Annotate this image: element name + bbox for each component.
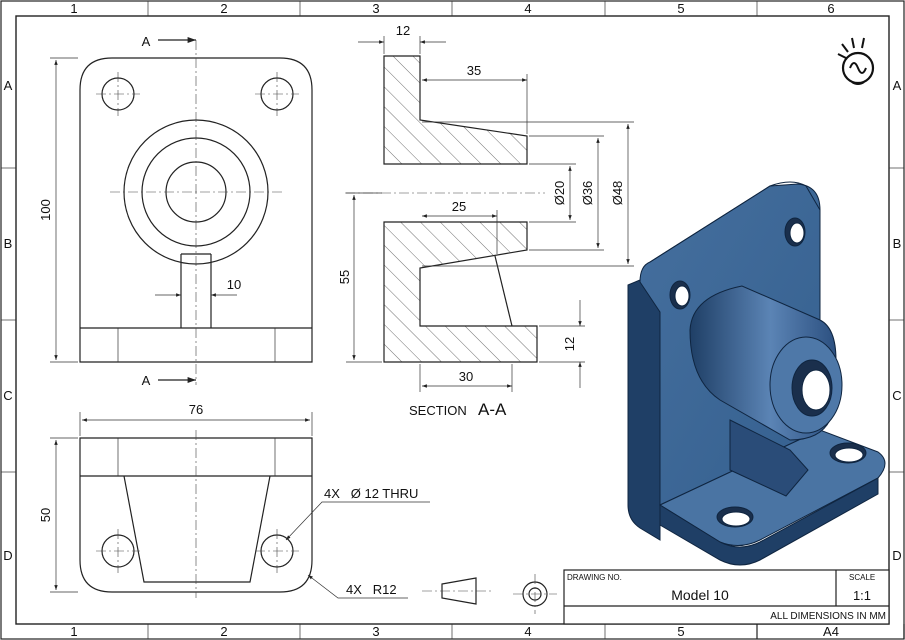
zone-col-5: 5 — [677, 1, 684, 16]
zone-col-3: 3 — [372, 1, 379, 16]
top-view — [50, 412, 430, 599]
dim-25: 25 — [452, 199, 466, 214]
zone-col-2-bottom: 2 — [220, 624, 227, 639]
zone-row-c: C — [3, 388, 12, 403]
zone-row-d: D — [3, 548, 12, 563]
zone-row-a: A — [4, 78, 13, 93]
units-note: ALL DIMENSIONS IN MM — [770, 611, 886, 622]
zone-col-4: 4 — [524, 1, 531, 16]
dim-dia-20: Ø20 — [552, 181, 567, 206]
zone-col-4-bottom: 4 — [524, 624, 531, 639]
zone-col-2: 2 — [220, 1, 227, 16]
drawing-number: Model 10 — [671, 587, 729, 603]
dim-slot-10: 10 — [227, 277, 241, 292]
note-holes: 4X Ø 12 THRU — [324, 486, 418, 501]
dim-dia-36: Ø36 — [580, 181, 595, 206]
zone-col-3-bottom: 3 — [372, 624, 379, 639]
scale-label: SCALE — [849, 573, 875, 582]
dim-height-100: 100 — [38, 199, 53, 221]
zone-row-a-right: A — [893, 78, 902, 93]
section-view — [345, 36, 634, 392]
cut-label-top: A — [142, 34, 151, 49]
dim-depth-50: 50 — [38, 508, 53, 522]
projection-symbol-icon — [422, 574, 557, 614]
zone-col-1-bottom: 1 — [70, 624, 77, 639]
dim-dia-48: Ø48 — [610, 181, 625, 206]
zone-row-d-right: D — [892, 548, 901, 563]
dim-base-12: 12 — [562, 337, 577, 351]
dim-width-76: 76 — [189, 402, 203, 417]
zone-row-b-right: B — [893, 236, 902, 251]
sheet-size: A4 — [823, 624, 839, 639]
note-radius: 4X R12 — [346, 582, 397, 597]
cut-label-bottom: A — [142, 373, 151, 388]
dim-wall-12: 12 — [396, 23, 410, 38]
scale-value: 1:1 — [853, 588, 871, 603]
zone-col-6: 6 — [827, 1, 834, 16]
dim-30: 30 — [459, 369, 473, 384]
isometric-3d-model — [627, 181, 886, 566]
dim-55: 55 — [337, 270, 352, 284]
section-title-prefix: SECTION — [409, 403, 467, 418]
front-view — [50, 37, 313, 385]
title-block — [563, 569, 905, 639]
zone-row-b: B — [4, 236, 13, 251]
lightbulb-logo-icon — [837, 37, 875, 85]
zone-col-1: 1 — [70, 1, 77, 16]
drawing-no-label: DRAWING NO. — [567, 573, 622, 582]
dim-35: 35 — [467, 63, 481, 78]
zone-row-c-right: C — [892, 388, 901, 403]
section-title-suffix: A-A — [478, 400, 507, 419]
zone-col-5-bottom: 5 — [677, 624, 684, 639]
